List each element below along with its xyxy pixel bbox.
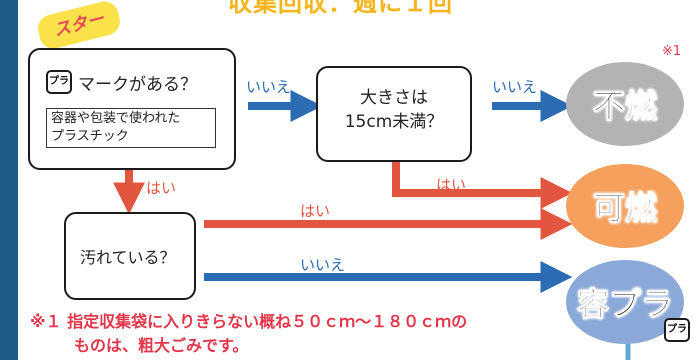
label-no-q1: いいえ [246, 78, 292, 96]
label-no-q2: いいえ [492, 78, 538, 96]
footnote-line1: ※１ 指定収集袋に入りきらない概ね５０ｃｍ～１８０ｃｍの [30, 312, 468, 331]
footnote: ※１ 指定収集袋に入りきらない概ね５０ｃｍ～１８０ｃｍの ものは、粗大ごみです。 [30, 310, 590, 358]
question-size-line2: 15cm未満？ [344, 112, 444, 132]
label-yes-q1: はい [146, 179, 177, 197]
funen-note-marker: ※1 [662, 44, 682, 59]
label-yes-q2: はい [436, 176, 467, 194]
plastic-definition-line2: プラスチック [51, 129, 129, 144]
question-mark-box: プラ マークがある？ 容器や包装で使われた プラスチック [28, 48, 236, 170]
outcome-kanen: 可燃 [566, 164, 684, 248]
question-size-line1: 大きさは [360, 88, 428, 108]
arrows-layer [113, 90, 631, 360]
question-dirty-box: 汚れている？ [64, 212, 196, 300]
arrow-q2-to-kanen [392, 162, 573, 209]
outcome-youpura: 容プラ [566, 260, 684, 344]
question-size-box: 大きさは 15cm未満？ [316, 66, 472, 162]
flowchart-board: 収集回収：週に１回 スタート！ プラ マークがある？ 容器や包装で使わ [18, 0, 700, 360]
page-title: 収集回収：週に１回 [228, 0, 453, 17]
footnote-line2: ものは、粗大ごみです。 [74, 336, 249, 355]
plastic-definition-line1: 容器や包装で使われた [51, 111, 181, 126]
youpura-pla-mark-icon: プラ [664, 318, 690, 342]
plastic-definition-box: 容器や包装で使われた プラスチック [46, 108, 216, 148]
label-yes-q3: はい [300, 202, 331, 220]
outcome-funen: 不燃 [566, 62, 684, 146]
label-no-q3: いいえ [300, 256, 346, 274]
question-dirty-text: 汚れている？ [80, 248, 176, 267]
pla-recycle-mark-icon: プラ [46, 70, 72, 94]
question-mark-text: マークがある？ [78, 75, 197, 95]
